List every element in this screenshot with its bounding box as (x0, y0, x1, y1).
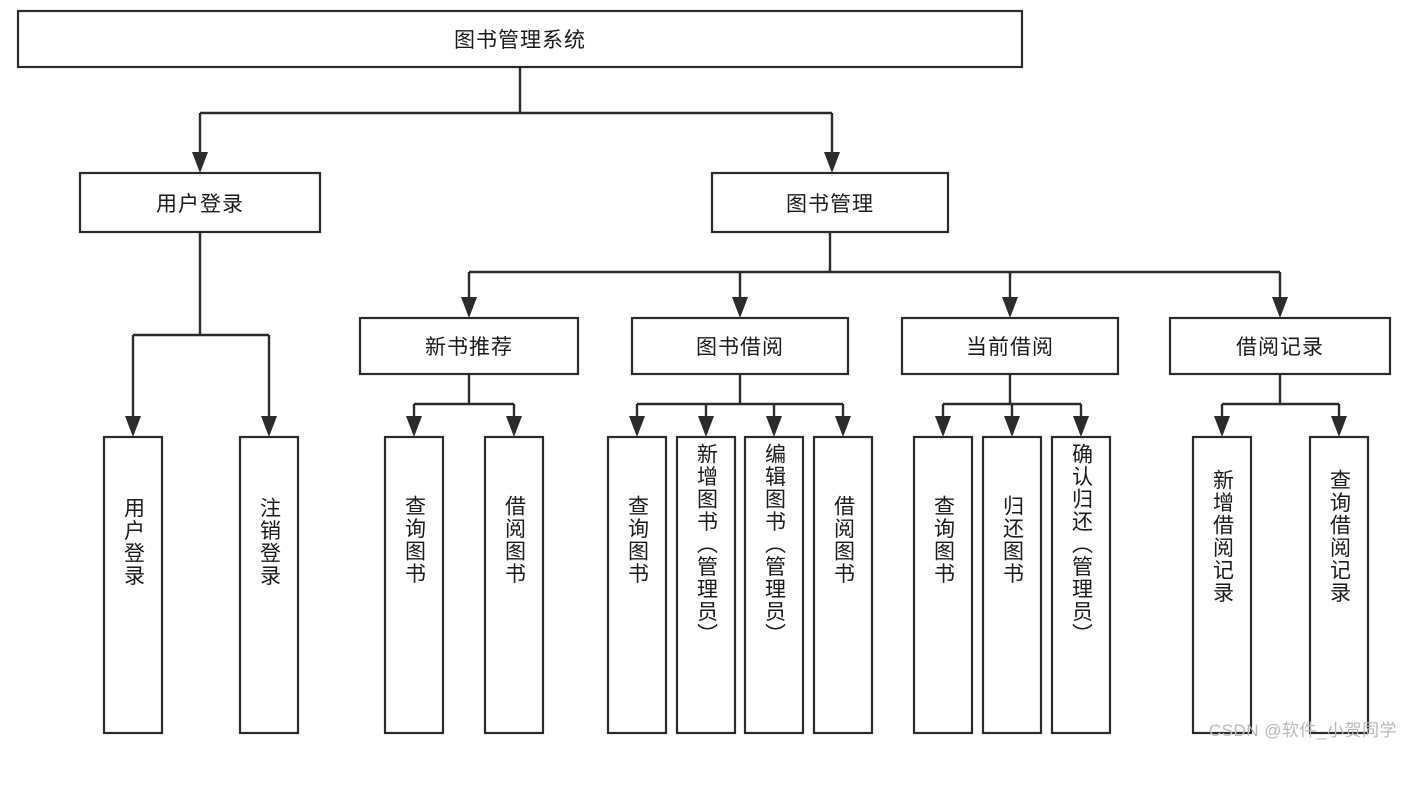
node-leaf-borrow-book[interactable] (812, 435, 874, 735)
node-user-login[interactable] (78, 171, 322, 234)
connector-root-to-level2 (192, 67, 840, 173)
node-leaf-add-book-admin[interactable] (675, 435, 737, 735)
node-book-borrow[interactable] (630, 316, 850, 376)
node-leaf-borrow-book-rec[interactable] (483, 435, 545, 735)
arrowhead-leaf-logout-login (261, 416, 277, 437)
arrowhead-leaf-borrow-book (835, 416, 851, 437)
arrowhead-new-book-recommend (461, 297, 477, 318)
node-leaf-query-book-borrow[interactable] (606, 435, 668, 735)
arrowhead-book-borrow (732, 297, 748, 318)
arrowhead-user-login (192, 152, 208, 173)
arrowhead-current-borrow (1002, 297, 1018, 318)
connector-new-book-recommend-to-leaves (406, 374, 522, 437)
connector-borrow-record-to-leaves (1214, 374, 1347, 437)
arrowhead-leaf-user-login (125, 416, 141, 437)
arrowhead-leaf-query-book-current (935, 416, 951, 437)
node-leaf-return-book[interactable] (981, 435, 1043, 735)
arrowhead-book-management (824, 152, 840, 173)
arrowhead-leaf-edit-book-admin (766, 416, 782, 437)
arrowhead-borrow-record (1272, 297, 1288, 318)
connector-user-login-to-leaves (125, 232, 277, 437)
arrowhead-leaf-add-book-admin (698, 416, 714, 437)
arrowhead-leaf-add-borrow-record (1214, 416, 1230, 437)
connector-book-borrow-to-leaves (629, 374, 851, 437)
node-current-borrow[interactable] (900, 316, 1120, 376)
arrowhead-leaf-query-book-rec (406, 416, 422, 437)
connector-current-borrow-to-leaves (935, 374, 1089, 437)
node-leaf-add-borrow-record[interactable] (1191, 435, 1253, 735)
node-leaf-edit-book-admin[interactable] (743, 435, 805, 735)
node-root-book-management-system[interactable] (16, 9, 1024, 69)
node-new-book-recommend[interactable] (358, 316, 580, 376)
node-leaf-query-book-rec[interactable] (383, 435, 445, 735)
node-leaf-query-borrow-record[interactable] (1308, 435, 1370, 735)
node-borrow-record[interactable] (1168, 316, 1392, 376)
arrowhead-leaf-borrow-book-rec (506, 416, 522, 437)
node-leaf-query-book-current[interactable] (912, 435, 974, 735)
connector-book-management-to-level3 (461, 232, 1288, 318)
node-book-management[interactable] (710, 171, 950, 234)
node-leaf-confirm-return-admin[interactable] (1050, 435, 1112, 735)
arrowhead-leaf-confirm-return-admin (1073, 416, 1089, 437)
flowchart-canvas: 图书管理系统 用户登录 图书管理 新书推荐 图书借阅 当前借阅 借阅记录 用户登… (16, 9, 1397, 740)
arrowhead-leaf-query-borrow-record (1331, 416, 1347, 437)
arrowhead-leaf-query-book-borrow (629, 416, 645, 437)
node-leaf-user-login[interactable] (102, 435, 164, 735)
flowchart-svg (16, 9, 1392, 735)
node-leaf-logout-login[interactable] (238, 435, 300, 735)
csdn-watermark: CSDN @软件_小贺同学 (1208, 721, 1397, 740)
arrowhead-leaf-return-book (1004, 416, 1020, 437)
